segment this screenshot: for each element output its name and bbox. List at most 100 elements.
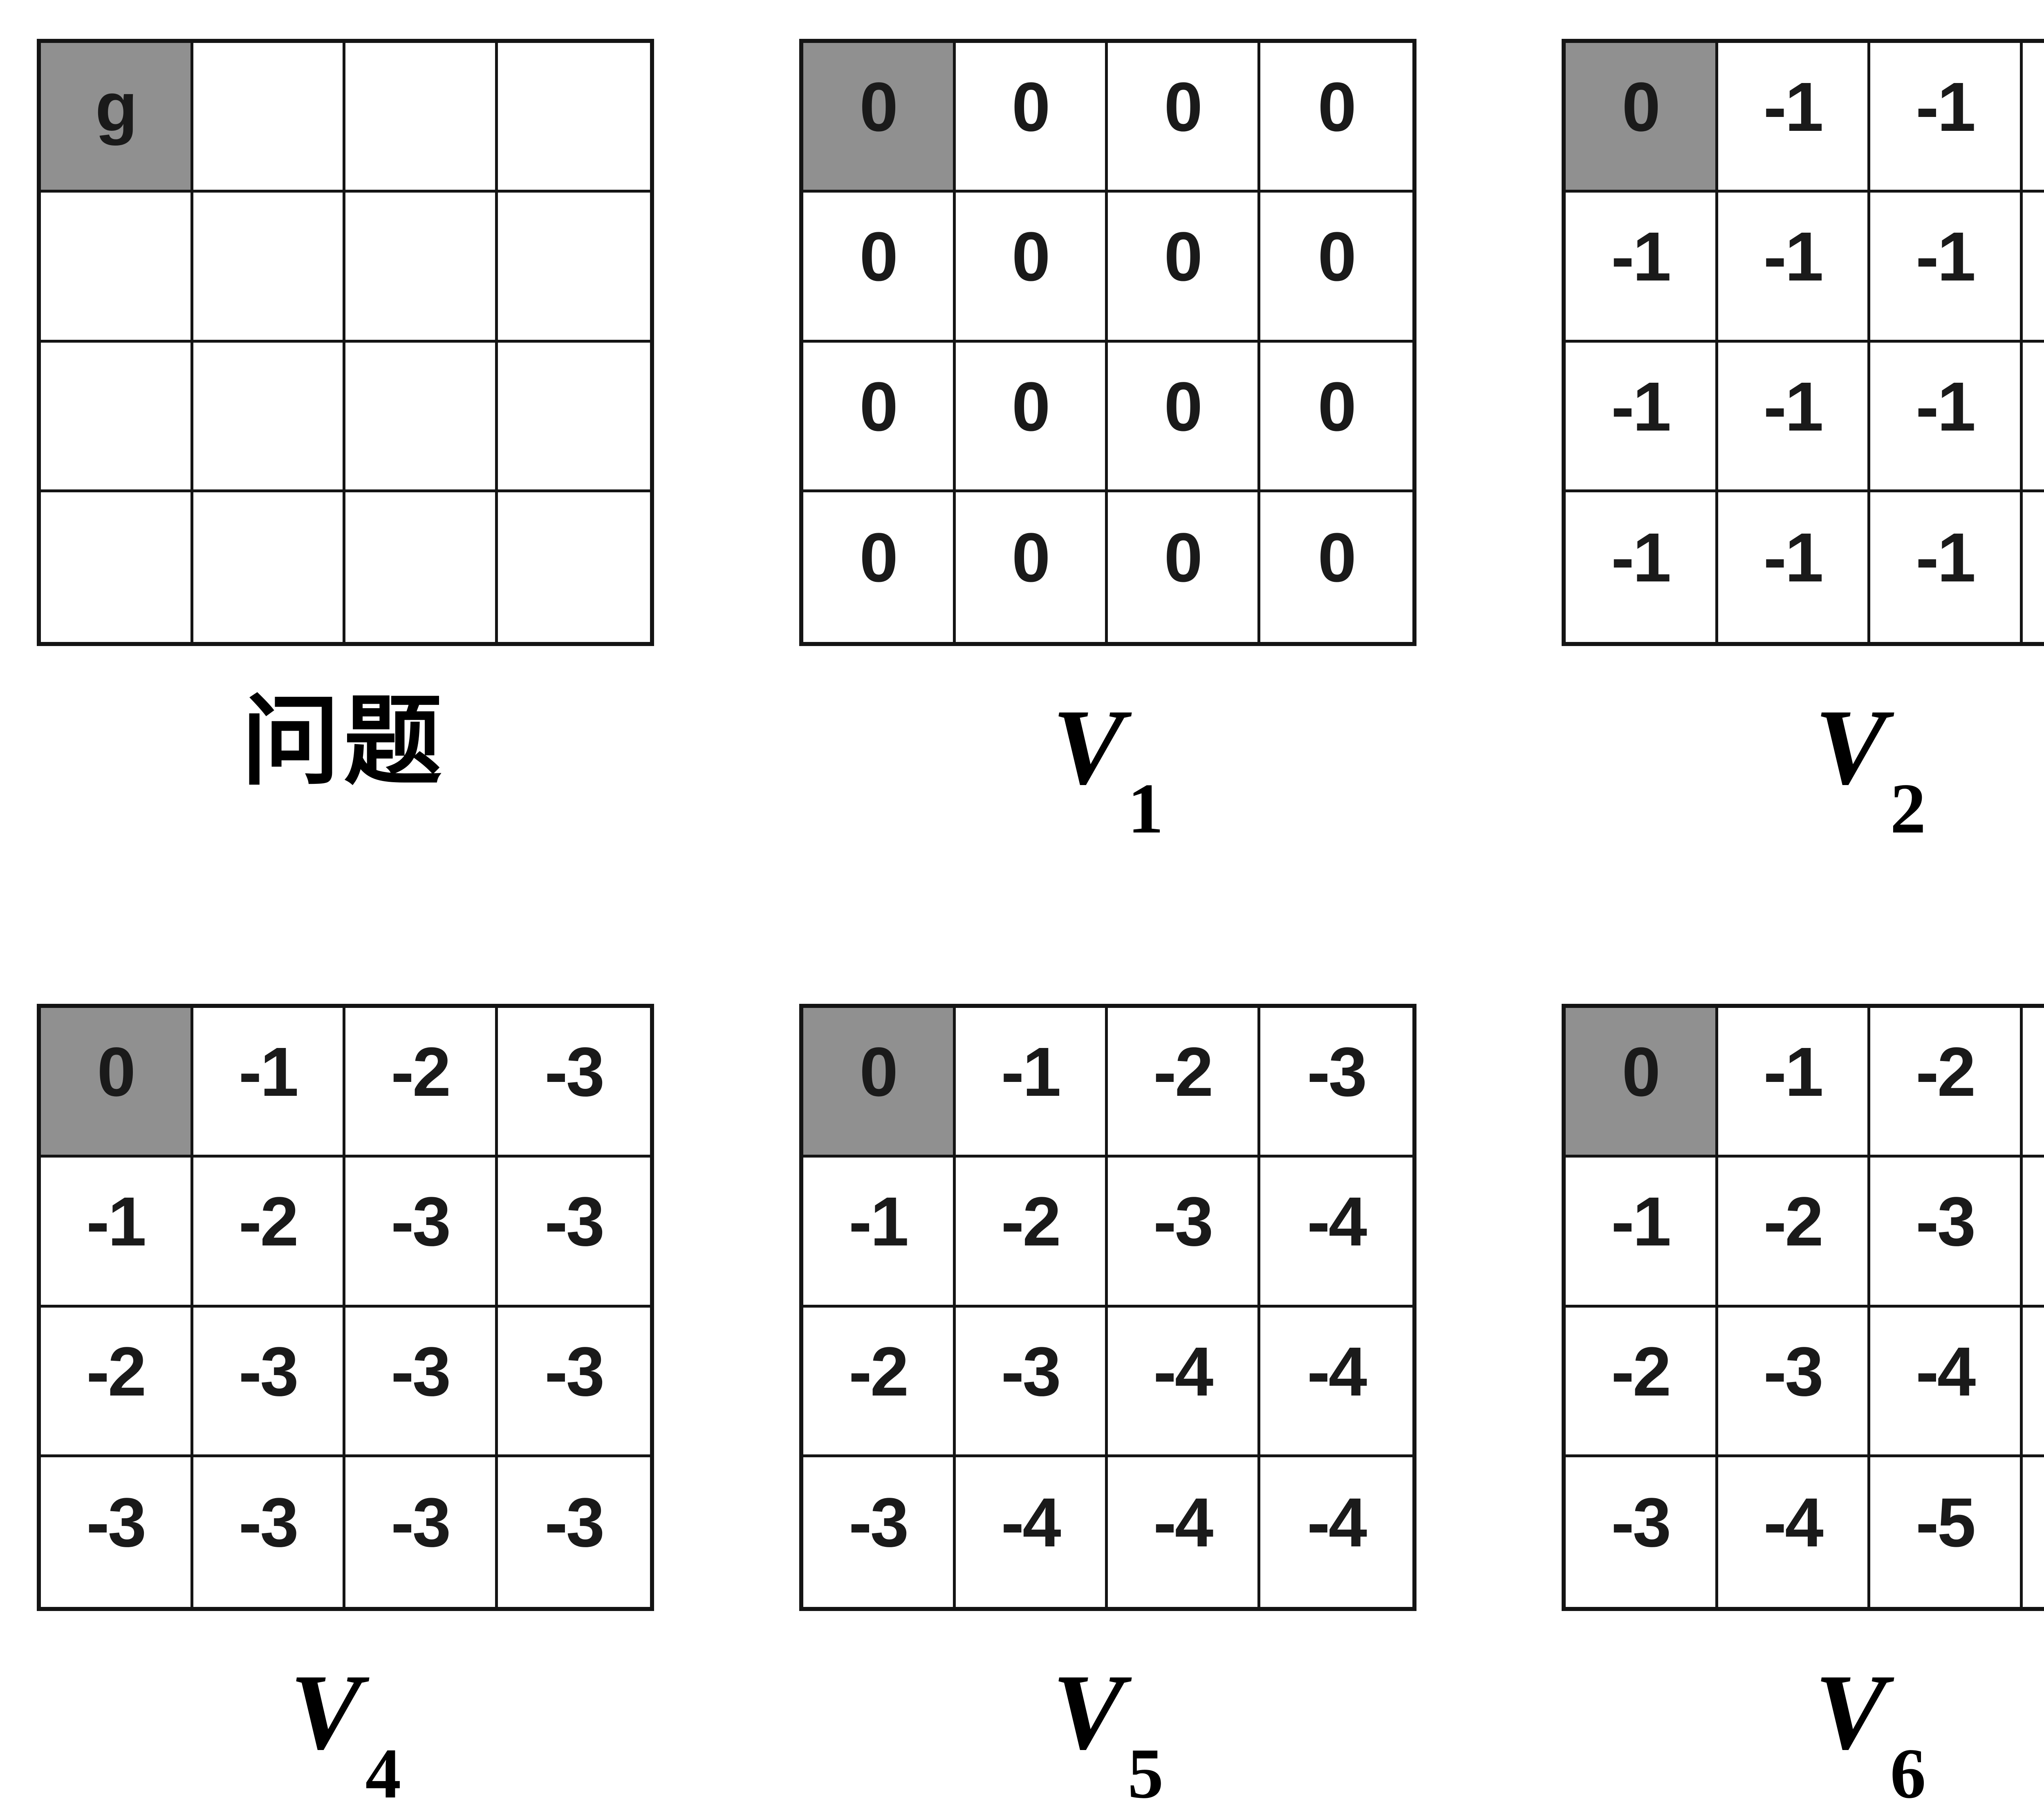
grid-cell: -2 [41, 1308, 193, 1457]
grid-cell: -3 [1870, 1158, 2023, 1307]
grid-cell: 0 [1108, 492, 1260, 642]
grid-cell: 0 [1260, 492, 1413, 642]
grid-cell: 0 [1108, 343, 1260, 492]
grid-cell: -2 [1870, 1008, 2023, 1158]
grid-cell: -1 [193, 1008, 346, 1158]
grid-cell: -3 [498, 1008, 650, 1158]
grid-cell: -3 [803, 1457, 956, 1607]
grid-cell: -1 [1870, 193, 2023, 342]
grid-cell: -1 [1870, 43, 2023, 193]
grid-cell: -4 [1260, 1457, 1413, 1607]
goal-cell: 0 [803, 43, 956, 193]
grid-cell: -3 [41, 1457, 193, 1607]
grid-cell: -5 [2023, 1457, 2044, 1607]
grid-cell: -4 [1870, 1308, 2023, 1457]
grid-cell [498, 492, 650, 642]
label-subscript: 1 [1128, 773, 1164, 844]
grid-cell: -4 [1718, 1457, 1871, 1607]
grid-cell: -3 [2023, 1008, 2044, 1158]
v2-grid: 0-1-1-1-1-1-1-1-1-1-1-1-1-1-1-1 [1562, 39, 2044, 646]
label-text: V [1815, 1658, 1887, 1766]
grid-cell: -2 [1718, 1158, 1871, 1307]
grid-cell: -1 [956, 1008, 1108, 1158]
grid-cell: -2 [1108, 1008, 1260, 1158]
label-subscript: 6 [1890, 1738, 1926, 1809]
panel-problem: g 问题 [37, 39, 654, 828]
grid-cell: -2 [345, 1008, 498, 1158]
label-text: V [290, 1658, 362, 1766]
grid-cell: -1 [1718, 343, 1871, 492]
grid-cell [193, 492, 346, 642]
grid-cell: 0 [956, 343, 1108, 492]
grid-cell: 0 [956, 492, 1108, 642]
grid-cell: -3 [345, 1457, 498, 1607]
grid-cell: -5 [2023, 1308, 2044, 1457]
grid-cell [498, 193, 650, 342]
grid-cell [498, 43, 650, 193]
grid-cell: 0 [1108, 43, 1260, 193]
grid-cell: -4 [1260, 1158, 1413, 1307]
grid-cell: -1 [41, 1158, 193, 1307]
grid-cell: -4 [1108, 1308, 1260, 1457]
v4-grid: 0-1-2-3-1-2-3-3-2-3-3-3-3-3-3-3 [37, 1004, 654, 1611]
grid-cell: 0 [956, 193, 1108, 342]
grid-cell: -3 [1108, 1158, 1260, 1307]
grid-cell: -3 [193, 1457, 346, 1607]
grid-cell: -2 [803, 1308, 956, 1457]
grid-cell: -3 [345, 1308, 498, 1457]
grid-cell: -3 [1566, 1457, 1718, 1607]
grid-cell: -3 [498, 1457, 650, 1607]
grid-cell [193, 343, 346, 492]
grid-cell: -1 [2023, 492, 2044, 642]
goal-cell: g [41, 43, 193, 193]
label-text: V [1052, 1658, 1125, 1766]
grid-cell [345, 43, 498, 193]
grid-cell: -2 [956, 1158, 1108, 1307]
grid-cell: -3 [498, 1308, 650, 1457]
grid-cell: -3 [193, 1308, 346, 1457]
grid-cell: 0 [1260, 343, 1413, 492]
grid-cell: -3 [1260, 1008, 1413, 1158]
label-subscript: 2 [1890, 773, 1926, 844]
panel-v6: 0-1-2-3-1-2-3-4-2-3-4-5-3-4-5-5 V6 [1562, 1004, 2044, 1793]
problem-grid: g [37, 39, 654, 646]
grid-cell: -1 [2023, 343, 2044, 492]
grid-cell: -1 [2023, 193, 2044, 342]
grid-cell: -1 [1718, 43, 1871, 193]
grid-cell [193, 193, 346, 342]
grid-cell: -1 [1566, 193, 1718, 342]
grid-cell: 0 [1108, 193, 1260, 342]
v6-grid: 0-1-2-3-1-2-3-4-2-3-4-5-3-4-5-5 [1562, 1004, 2044, 1611]
grid-cell [498, 343, 650, 492]
grid-cell: 0 [1260, 43, 1413, 193]
grid-cell: -1 [1870, 492, 2023, 642]
grid-cell: -1 [1870, 343, 2023, 492]
grid-cell: 0 [1260, 193, 1413, 342]
goal-cell: 0 [41, 1008, 193, 1158]
grid-cell: -5 [1870, 1457, 2023, 1607]
grid-cell [41, 492, 193, 642]
goal-cell: 0 [1566, 43, 1718, 193]
grid-cell [41, 343, 193, 492]
grid-cell [345, 343, 498, 492]
grid-cell: 0 [803, 343, 956, 492]
goal-cell: 0 [1566, 1008, 1718, 1158]
grid-cell: -3 [498, 1158, 650, 1307]
grid-cell: 0 [803, 492, 956, 642]
label-text: 问题 [242, 693, 446, 791]
grid-cell: -1 [1566, 343, 1718, 492]
grid-cell: -1 [1718, 193, 1871, 342]
panel-v2: 0-1-1-1-1-1-1-1-1-1-1-1-1-1-1-1 V2 [1562, 39, 2044, 828]
grid-cell [193, 43, 346, 193]
grid-cell: -1 [803, 1158, 956, 1307]
grid-cell: -4 [1108, 1457, 1260, 1607]
